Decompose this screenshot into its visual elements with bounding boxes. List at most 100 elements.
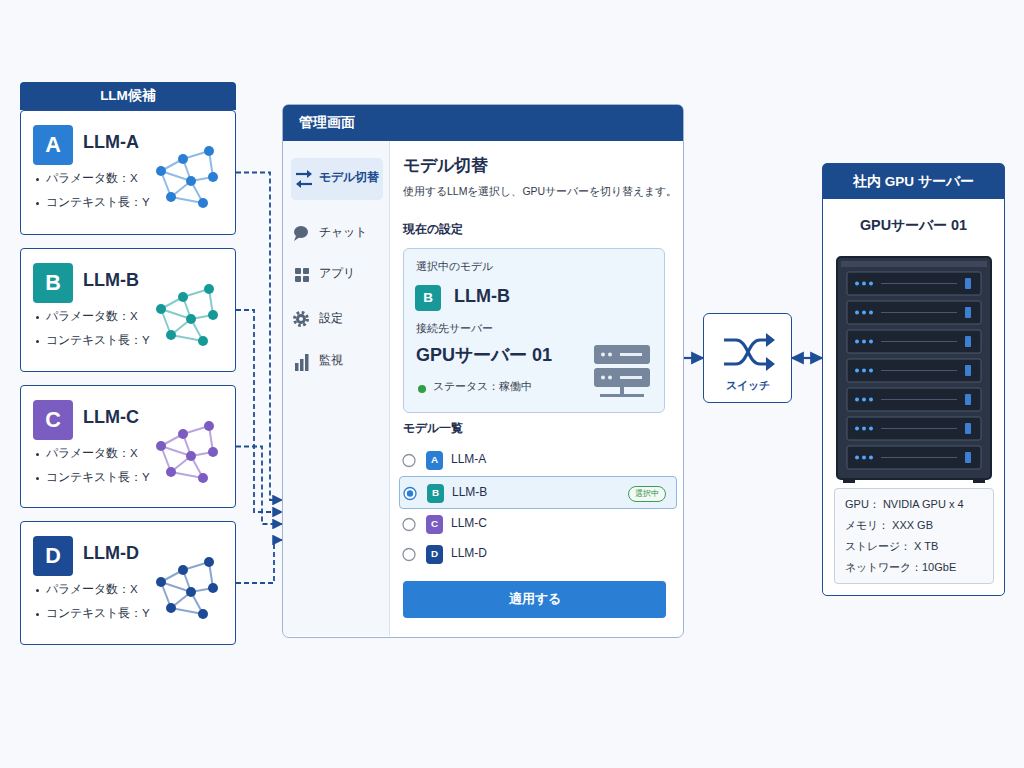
shuffle-icon [724,333,775,371]
model-name: LLM-B [454,285,510,308]
badge-letter: A [426,451,443,470]
spec-bullet: コンテキスト長：Y [35,333,150,348]
label-text: LLM候補 [20,82,236,110]
network-link [183,434,191,456]
field-label: 選択中のモデル [416,260,493,274]
section-title: モデル切替 [403,155,488,177]
network-dot [204,284,214,294]
model-badge: A [33,125,73,165]
network-dot [156,577,166,587]
network-link [171,181,191,197]
network-link [191,319,203,341]
network-link [191,588,213,592]
candidate-group: ALLM-Aパラメータ数：Xコンテキスト長：YBLLM-Bパラメータ数：Xコンテ… [20,82,236,645]
network-link [183,562,209,570]
network-link [191,315,213,319]
network-link [161,171,171,197]
network-dot [186,176,196,186]
menu-item: 監視 [319,353,343,369]
network-dot [186,587,196,597]
chat-icon [294,226,308,241]
network-link [209,426,213,452]
dashed-connector [236,540,282,583]
label-text: 管理画面 [283,105,683,141]
menu-item: 設定 [319,311,343,327]
network-link [171,608,203,614]
network-dot [204,421,214,431]
llm-card: ALLM-Aパラメータ数：Xコンテキスト長：Y [20,110,236,235]
server-rack [837,257,991,483]
network-link [161,171,191,181]
field-label: ステータス：稼働中 [433,380,532,394]
network-link [161,434,183,446]
network-dot [186,451,196,461]
network-icon [156,146,218,208]
badge-letter: D [426,545,443,564]
model-name: LLM-B [452,485,487,501]
flow-arrow [684,357,703,359]
model-name: LLM-C [451,516,487,532]
llm-card: CLLM-Cパラメータ数：Xコンテキスト長：Y [20,385,236,508]
apps-icon [295,268,309,282]
network-link [161,159,183,171]
spec-text: GPU： NVIDIA GPU x 4 [845,497,964,511]
network-link [171,456,191,472]
model-badge: C [426,515,443,534]
network-link [161,446,171,472]
gpu-server-panel: GPU： NVIDIA GPU x 4メモリ： XXX GBストレージ： X T… [822,163,1005,596]
model-badge: B [427,484,444,503]
badge-letter: A [33,125,73,165]
model-badge: A [426,451,443,470]
network-dot [198,336,208,346]
selected-tag: 選択中 [628,486,666,502]
network-link [171,335,203,341]
network-link [161,297,183,309]
field-label: 接続先サーバー [416,322,493,336]
network-dot [198,609,208,619]
network-link [183,151,209,159]
network-dot [208,447,218,457]
gear-icon [295,313,308,326]
section-heading: 現在の設定 [403,222,463,238]
menu-item: チャット [319,225,367,241]
radio-button [403,519,415,531]
chart-icon [295,354,309,371]
model-row: D LLM-D [399,539,677,570]
badge-letter: C [33,400,73,440]
model-name: LLM-D [451,546,487,562]
section-heading: モデル一覧 [403,421,463,437]
network-dot [166,603,176,613]
network-link [183,570,191,592]
network-link [161,446,191,456]
network-dot [166,467,176,477]
dashed-connector [236,173,282,501]
network-link [209,151,213,177]
spec-bullet: コンテキスト長：Y [35,470,150,485]
network-link [191,456,203,478]
spec-text: メモリ： XXX GB [845,518,933,532]
status-dot [418,385,426,393]
label-text: 社内 GPU サーバー [823,164,1004,199]
network-link [183,426,209,434]
model-name: LLM-D [83,542,139,565]
network-link [209,289,213,315]
admin-panel: モデル切替チャットアプリ設定監視B選択中のモデルLLM-B接続先サーバーGPUサ… [282,104,684,638]
button-label: 適用する [403,581,666,618]
model-row-selected: B 選択中 LLM-B [399,476,677,509]
switch-label: スイッチ [704,378,791,392]
network-dot [208,310,218,320]
network-link [183,289,209,297]
llm-card: DLLM-Dパラメータ数：Xコンテキスト長：Y [20,521,236,645]
switch-box: スイッチ [703,313,792,403]
apply-button: 適用する [403,581,666,618]
network-link [191,452,213,456]
model-badge: B [415,285,441,311]
network-dot [156,166,166,176]
badge-letter: B [33,263,73,303]
network-link [161,309,191,319]
spec-bullet: コンテキスト長：Y [35,606,150,621]
flow-arrow [792,357,822,359]
server-name: GPUサーバー 01 [823,216,1004,235]
network-dot [156,304,166,314]
